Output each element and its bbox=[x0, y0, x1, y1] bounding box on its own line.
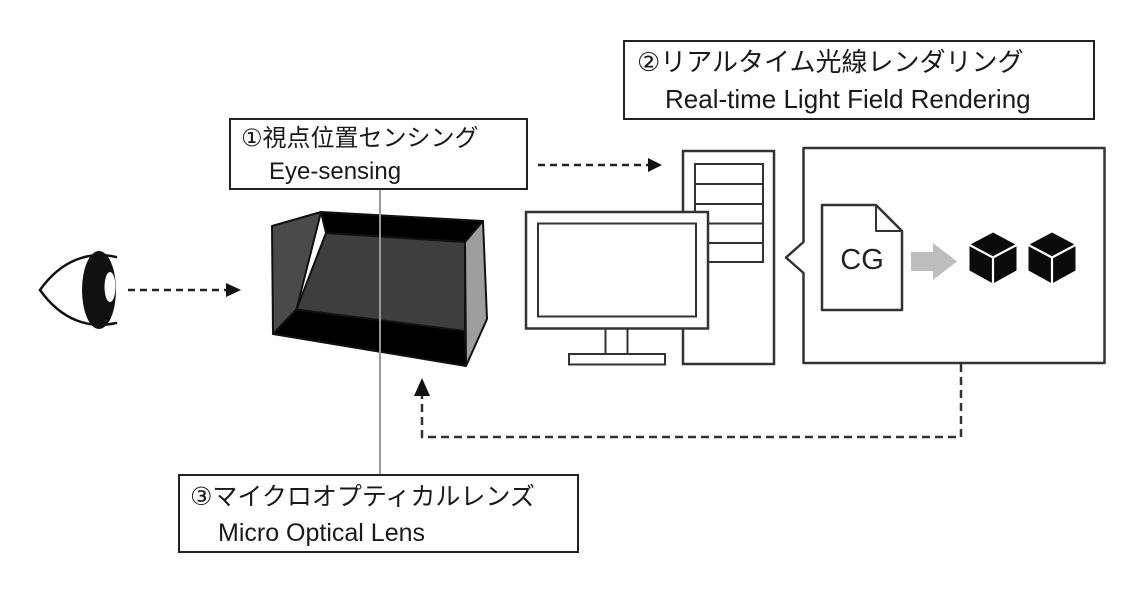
eye-icon bbox=[38, 251, 118, 329]
feedback-dashed-path bbox=[414, 364, 963, 439]
label-eye-sensing-jp: ①視点位置センシング bbox=[241, 125, 479, 152]
sensing-to-pc-arrow bbox=[538, 158, 662, 172]
monitor-icon bbox=[524, 210, 710, 366]
eye-iris bbox=[82, 251, 116, 329]
cg-document-icon bbox=[820, 203, 904, 312]
eye-pupil-highlight bbox=[104, 272, 116, 302]
eye-upper-lid bbox=[38, 253, 118, 292]
arrowhead-up bbox=[414, 378, 430, 396]
display-right-panel bbox=[464, 220, 488, 367]
document-fold-corner bbox=[875, 205, 902, 232]
monitor-screen bbox=[537, 222, 697, 318]
cg-document-label: CG bbox=[840, 244, 884, 276]
label-eye-sensing: ①視点位置センシング Eye-sensing bbox=[229, 118, 528, 190]
label-light-field-rendering-jp: ②リアルタイム光線レンダリング bbox=[637, 47, 1024, 77]
monitor-stand-base bbox=[568, 353, 666, 366]
label-micro-optical-lens-en: Micro Optical Lens bbox=[218, 519, 426, 547]
arrowhead-right bbox=[226, 283, 241, 297]
label-micro-optical-lens-jp: ③マイクロオプティカルレンズ bbox=[190, 483, 535, 511]
label-light-field-rendering: ②リアルタイム光線レンダリング Real-time Light Field Re… bbox=[623, 40, 1095, 120]
label-eye-sensing-en: Eye-sensing bbox=[269, 158, 402, 185]
spatial-display-device-icon bbox=[271, 211, 488, 367]
arrowhead-right bbox=[648, 158, 662, 172]
gray-right-arrow-icon bbox=[911, 243, 957, 280]
monitor-stand-neck bbox=[604, 327, 629, 355]
label-light-field-rendering-en: Real-time Light Field Rendering bbox=[665, 84, 1031, 114]
label-micro-optical-lens: ③マイクロオプティカルレンズ Micro Optical Lens bbox=[178, 474, 579, 553]
eye-to-display-arrow bbox=[128, 283, 241, 297]
black-3d-cube-icon bbox=[968, 232, 1077, 284]
eye-lower-lid bbox=[38, 288, 118, 327]
